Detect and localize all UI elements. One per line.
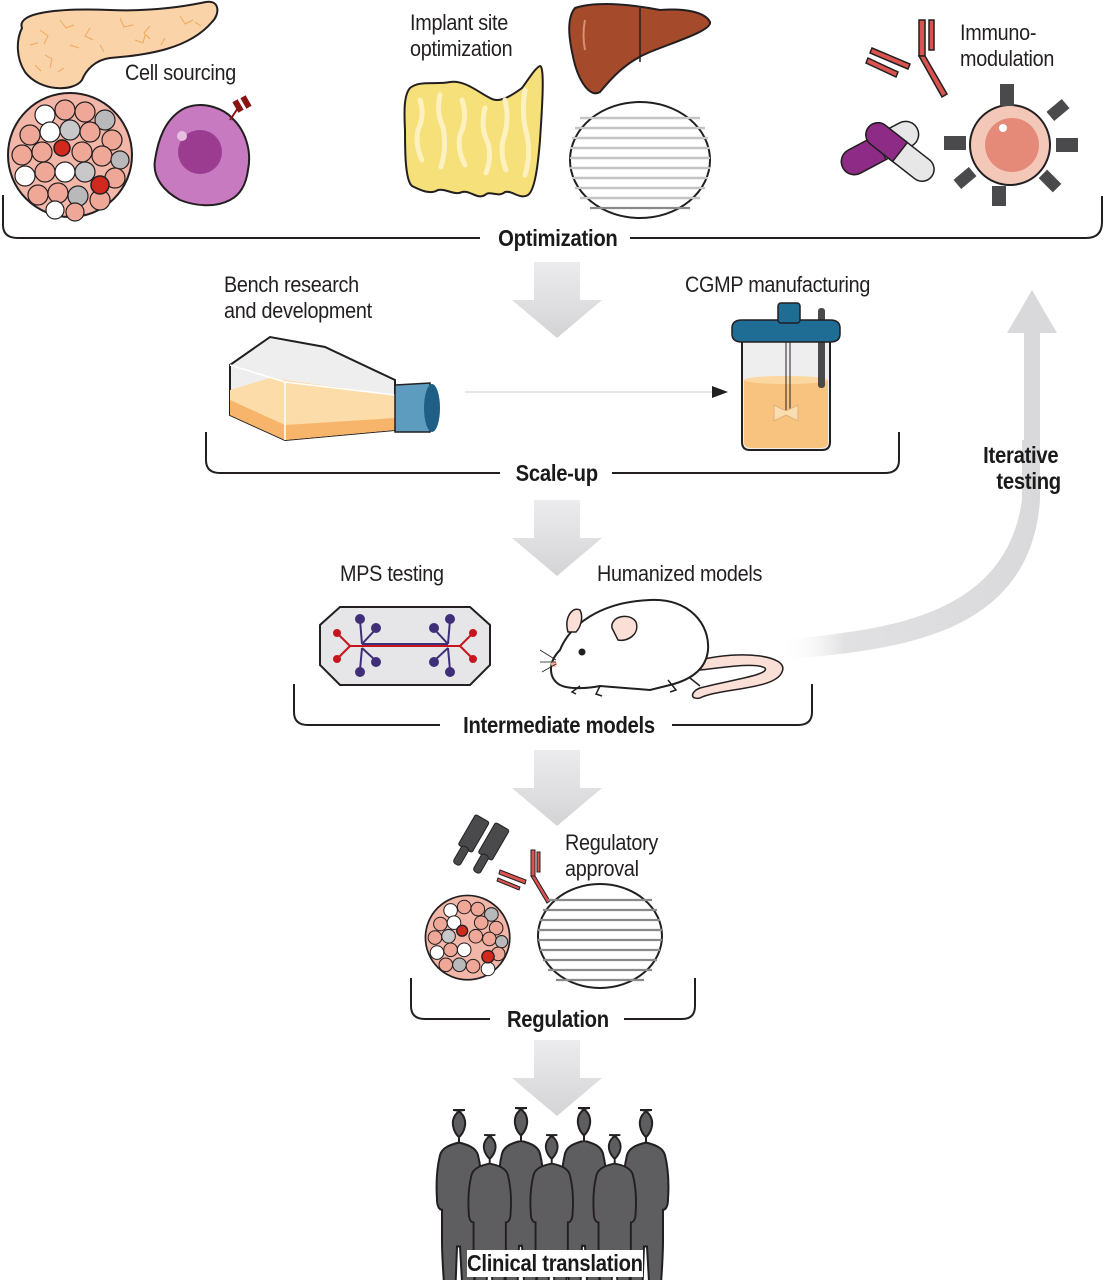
label-bench-research-line1: Bench research [224, 272, 359, 297]
stage-label-regulation: Regulation [498, 1006, 618, 1033]
omentum-tissue-icon [403, 64, 544, 198]
label-cgmp-manufacturing: CGMP manufacturing [685, 272, 871, 297]
label-humanized-models: Humanized models [597, 561, 763, 586]
receptor-icon [453, 814, 510, 874]
pancreas-icon [16, 0, 219, 90]
iterative-testing-arrow [780, 290, 1057, 660]
regulation-bracket [410, 978, 696, 1020]
stage-label-intermediate-models: Intermediate models [454, 712, 664, 739]
flow-arrow-down [512, 750, 602, 826]
culture-flask-icon [229, 335, 440, 442]
label-iterative-testing-line1: Iterative [983, 442, 1059, 468]
scaffold-icon [569, 101, 711, 219]
scaffold-icon [537, 883, 663, 989]
label-regulatory-line1: Regulatory [565, 830, 659, 855]
bioreactor-icon [731, 302, 841, 451]
label-bench-research-line2: and development [224, 298, 372, 323]
label-regulatory-line2: approval [565, 856, 639, 881]
stage-label-scale-up: Scale-up [506, 460, 607, 487]
flow-arrow-down [512, 500, 602, 576]
liver-icon [568, 3, 711, 95]
stage-label-optimization: Optimization [489, 225, 627, 252]
intermediate-models-bracket [293, 684, 813, 726]
stage-label-clinical-translation: Clinical translation [466, 1250, 643, 1277]
mouse-icon [539, 598, 784, 700]
flow-arrow-down [512, 262, 602, 338]
flow-arrow-down [512, 1040, 602, 1116]
label-immunomodulation-line2: modulation [960, 46, 1055, 71]
label-mps-testing: MPS testing [340, 561, 444, 586]
islet-cluster-icon [424, 894, 511, 981]
immune-cell-icon [944, 84, 1078, 206]
label-implant-site-line1: Implant site [410, 10, 509, 35]
capsule-pills-icon [840, 120, 935, 182]
optimization-bracket [2, 195, 1103, 239]
label-immunomodulation-line1: Immuno- [960, 20, 1037, 45]
antibody-icon [496, 849, 551, 904]
label-cell-sourcing: Cell sourcing [125, 60, 236, 85]
microfluidic-chip-icon [319, 606, 491, 686]
stem-cell-icon [153, 95, 252, 207]
scale-arrow [465, 386, 728, 398]
label-implant-site-line2: optimization [410, 36, 513, 61]
label-iterative-testing-line2: testing [996, 468, 1061, 494]
islet-cluster-icon [7, 92, 133, 222]
antibody-icon [865, 19, 949, 99]
scale-up-bracket [205, 432, 900, 474]
